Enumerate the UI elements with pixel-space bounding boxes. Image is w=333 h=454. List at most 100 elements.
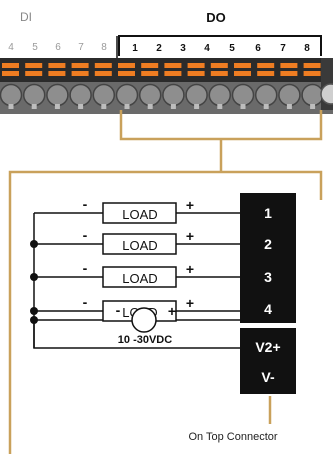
load-minus-sign: - [83,196,88,212]
screw-hole [115,83,139,107]
test-point [217,104,223,109]
clamp-lever [187,71,205,76]
screw-hole [301,83,324,107]
screw-hole [138,83,162,107]
output-connector: 1 2 3 4 [240,193,296,323]
di-number: 5 [32,42,38,53]
clamp-lever [164,71,182,76]
end-cap-screw [320,83,333,105]
power-connector-body [240,328,296,394]
supply-minus-sign: - [116,302,121,318]
clamp-lever [187,63,205,68]
clamp-lever [118,71,135,76]
load-label: LOAD [122,207,157,222]
connector-terminal-label: 4 [264,301,272,317]
do-number: 7 [280,43,286,54]
do-number: 2 [156,43,162,54]
clamp-levers [2,63,321,76]
load-minus-sign: - [83,227,88,243]
v-minus-return-wire [33,320,240,349]
supply-plus-sign: + [168,303,176,319]
connector-terminal-label: 1 [264,205,272,221]
clamp-lever [71,63,89,68]
clamp-lever [48,63,66,68]
test-point [78,104,84,109]
clamp-lever [25,63,43,68]
do-bracket-wire [119,110,323,141]
supply-voltage-label: 10 -30VDC [118,334,172,346]
do-header: DO [206,10,226,25]
di-number: 7 [78,42,84,53]
load-3: LOAD - + [83,260,194,288]
do-number: 6 [255,43,261,54]
test-point [286,104,292,109]
do-number: 1 [132,43,138,54]
clamp-lever [280,71,298,76]
clamp-lever [48,71,66,76]
clamp-lever [257,63,275,68]
do-number: 8 [304,43,310,54]
screw-hole [254,83,278,107]
test-point [194,104,200,109]
test-point [263,104,269,109]
load-box [102,266,177,288]
test-point [8,104,14,109]
test-point [147,104,153,109]
clamp-lever [2,71,19,76]
screw-hole [208,83,232,107]
clamp-lever [210,71,228,76]
do-number-row: 1 2 3 4 5 6 7 8 [132,43,310,54]
screw-hole [0,83,23,107]
screw-hole [185,83,208,107]
screw-hole [278,83,301,107]
screw-hole [46,83,69,107]
screw-holes [0,83,324,109]
load-plus-sign: + [186,228,194,244]
load-plus-sign: + [186,295,194,311]
clamp-lever [141,63,159,68]
clamp-lever [280,63,298,68]
v-plus-label: V2+ [255,339,280,355]
load-box [102,233,177,255]
junction-dot [30,316,38,324]
power-supply-circle [131,307,157,333]
junction-dot [30,273,38,281]
test-point [240,104,246,109]
v-minus-label: V- [261,369,275,385]
clamp-lever [2,63,19,68]
screw-hole [92,83,116,107]
di-header: DI [20,10,32,24]
di-number: 8 [101,42,107,53]
load-1: LOAD - + [83,196,194,224]
test-point [31,104,37,109]
load-plus-sign: + [186,261,194,277]
junction-dots [30,240,38,324]
do-number: 4 [204,43,210,54]
di-number: 6 [55,42,61,53]
clamp-lever [303,63,321,68]
clamp-lever [141,71,159,76]
junction-dot [30,240,38,248]
load-plus-sign: + [186,197,194,213]
do-number: 5 [229,43,235,54]
do-number: 3 [180,43,186,54]
di-number: 4 [8,42,14,53]
clamp-lever [164,63,182,68]
test-point [54,104,60,109]
do-wire-bundle [8,110,323,454]
clamp-lever [25,71,43,76]
test-point [124,104,130,109]
accent-frame-wire [8,170,323,454]
load-2: LOAD - + [83,227,194,255]
clamp-lever [234,63,251,68]
top-connector-caption: On Top Connector [188,431,277,443]
junction-dot [30,307,38,315]
clamp-lever [210,63,228,68]
clamp-lever [94,71,112,76]
output-connector-body [240,193,296,323]
clamp-lever [257,71,275,76]
screw-hole [231,83,255,107]
power-connector: V2+ V- [240,328,296,394]
power-supply: - + 10 -30VDC [116,302,176,346]
